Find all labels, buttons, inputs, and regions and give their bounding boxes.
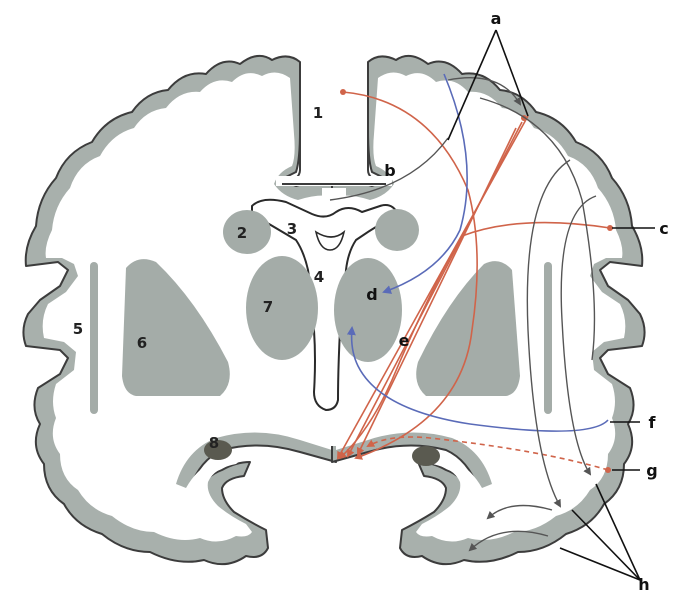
right-claustrum: [544, 262, 552, 414]
left-thalamus: [246, 256, 318, 360]
right-thalamus: [334, 258, 402, 362]
leader-h-2: [572, 510, 640, 580]
label-pathway-a: a: [491, 9, 502, 28]
label-structure-6: 6: [137, 334, 147, 352]
label-pathway-f: f: [649, 413, 657, 432]
label-structure-4: 4: [314, 268, 324, 286]
label-pathway-h: h: [638, 575, 649, 594]
label-pathway-e: e: [399, 331, 410, 350]
label-structure-3: 3: [287, 220, 297, 238]
label-pathway-c: c: [659, 219, 668, 238]
label-pathway-g: g: [646, 461, 657, 480]
left-claustrum: [90, 262, 98, 414]
label-structure-8: 8: [209, 434, 219, 452]
label-structure-1: 1: [313, 104, 323, 122]
right-caudate-nucleus: [375, 209, 419, 251]
label-pathway-d: d: [366, 285, 377, 304]
label-pathway-b: b: [384, 161, 395, 180]
right-dark-nucleus: [412, 446, 440, 466]
red-cell-body-g: [605, 467, 611, 473]
label-structure-7: 7: [263, 298, 273, 316]
red-cell-body-top: [340, 89, 346, 95]
label-structure-5: 5: [73, 320, 83, 338]
label-structure-2: 2: [237, 224, 247, 242]
